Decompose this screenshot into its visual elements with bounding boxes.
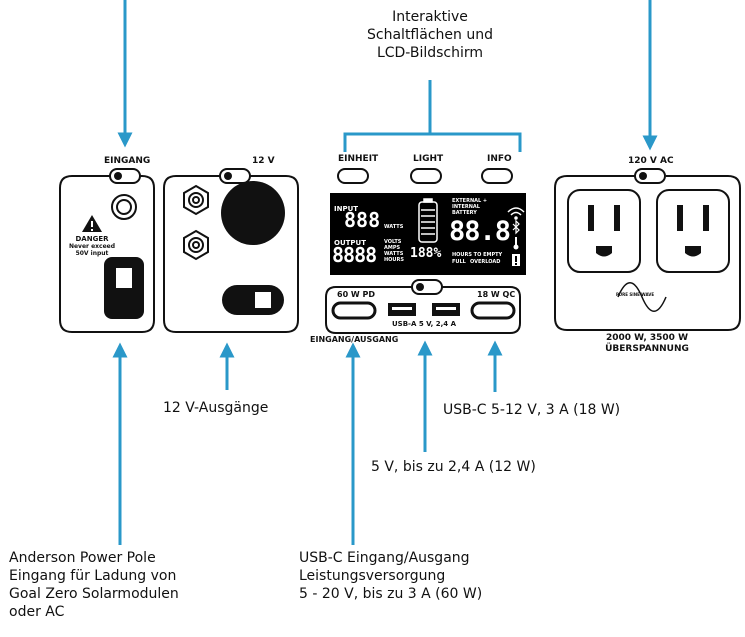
hex-post-bottom-icon: [183, 229, 209, 261]
lcd-external: EXTERNAL + INTERNAL BATTERY: [452, 198, 488, 216]
panel-center: [325, 168, 526, 334]
panel-12v: [163, 168, 299, 333]
lcd-hours-to-empty: HOURS TO EMPTY: [452, 252, 503, 258]
wifi-icon: [507, 207, 525, 220]
btn-info-shape: [481, 168, 513, 184]
lcd-big-digits: 88.8: [449, 216, 511, 247]
danger-title: DANGER: [75, 235, 109, 243]
ac-outlet-right: [656, 189, 730, 273]
lcd-output: OUTPUT: [334, 239, 366, 247]
callout-lines: [112, 0, 658, 545]
label-eingang: EINGANG: [104, 156, 151, 166]
12v-barrel-switch: [222, 285, 284, 315]
caption-anderson: Anderson Power Pole Eingang für Ladung v…: [9, 550, 179, 620]
reset-button: [111, 194, 137, 220]
caption-buttons-title: Interaktive Schaltflächen und LCD-Bildsc…: [367, 9, 493, 61]
label-120v-ac: 120 V AC: [628, 156, 674, 166]
caption-usbc-60w: USB-C Eingang/Ausgang Leistungsversorgun…: [299, 550, 483, 602]
ac-outlet-left: [567, 189, 641, 273]
hex-post-top-icon: [183, 184, 209, 216]
usb-frame: [325, 286, 521, 334]
lcd-overload: OVERLOAD: [470, 259, 501, 265]
thermometer-icon: [513, 237, 519, 250]
label-ac-rating: 2000 W, 3500 W ÜBERSPANNUNG: [605, 333, 689, 354]
caption-usbc-18w: USB-C 5-12 V, 3 A (18 W): [443, 402, 621, 418]
car-port: [221, 181, 285, 245]
label-12v: 12 V: [252, 156, 275, 166]
btn-light-shape: [410, 168, 442, 184]
danger-text: Never exceed 50V input: [68, 243, 116, 257]
lcd-input-digits: 888: [344, 208, 381, 232]
usb-c-60w-port: [331, 301, 377, 320]
lcd-units: VOLTS AMPS WATTS HOURS: [384, 239, 404, 263]
panel-input: [59, 168, 155, 333]
label-button-info[interactable]: INFO: [487, 154, 512, 164]
panel-ac: [554, 168, 741, 331]
lcd-output-digits: 8888: [332, 243, 377, 267]
usb-c-18w-port: [470, 301, 516, 320]
bracket-buttons: [343, 132, 522, 152]
sine-wave-icon: [617, 282, 667, 312]
btn-einheit-shape: [337, 168, 369, 184]
label-pure-sine: PURE SINE WAVE: [616, 292, 655, 297]
caption-usba: 5 V, bis zu 2,4 A (12 W): [371, 459, 536, 475]
lcd-input: INPUT: [334, 205, 359, 213]
caption-12v-outputs: 12 V-Ausgänge: [163, 400, 269, 416]
lcd-percent: 188%: [410, 246, 442, 261]
label-18w-qc: 18 W QC: [477, 290, 516, 299]
lcd-full: FULL: [452, 259, 466, 265]
label-60w-pd: 60 W PD: [337, 290, 376, 299]
lcd-watts: WATTS: [384, 224, 404, 230]
label-eingang-ausgang: EINGANG/AUSGANG: [310, 335, 399, 344]
warning-icon: [512, 254, 520, 266]
bluetooth-icon: [512, 219, 520, 235]
label-button-light[interactable]: LIGHT: [413, 154, 444, 164]
battery-icon: [418, 198, 438, 243]
label-button-einheit[interactable]: EINHEIT: [338, 154, 379, 164]
label-usb-a: USB-A 5 V, 2,4 A: [392, 320, 456, 328]
